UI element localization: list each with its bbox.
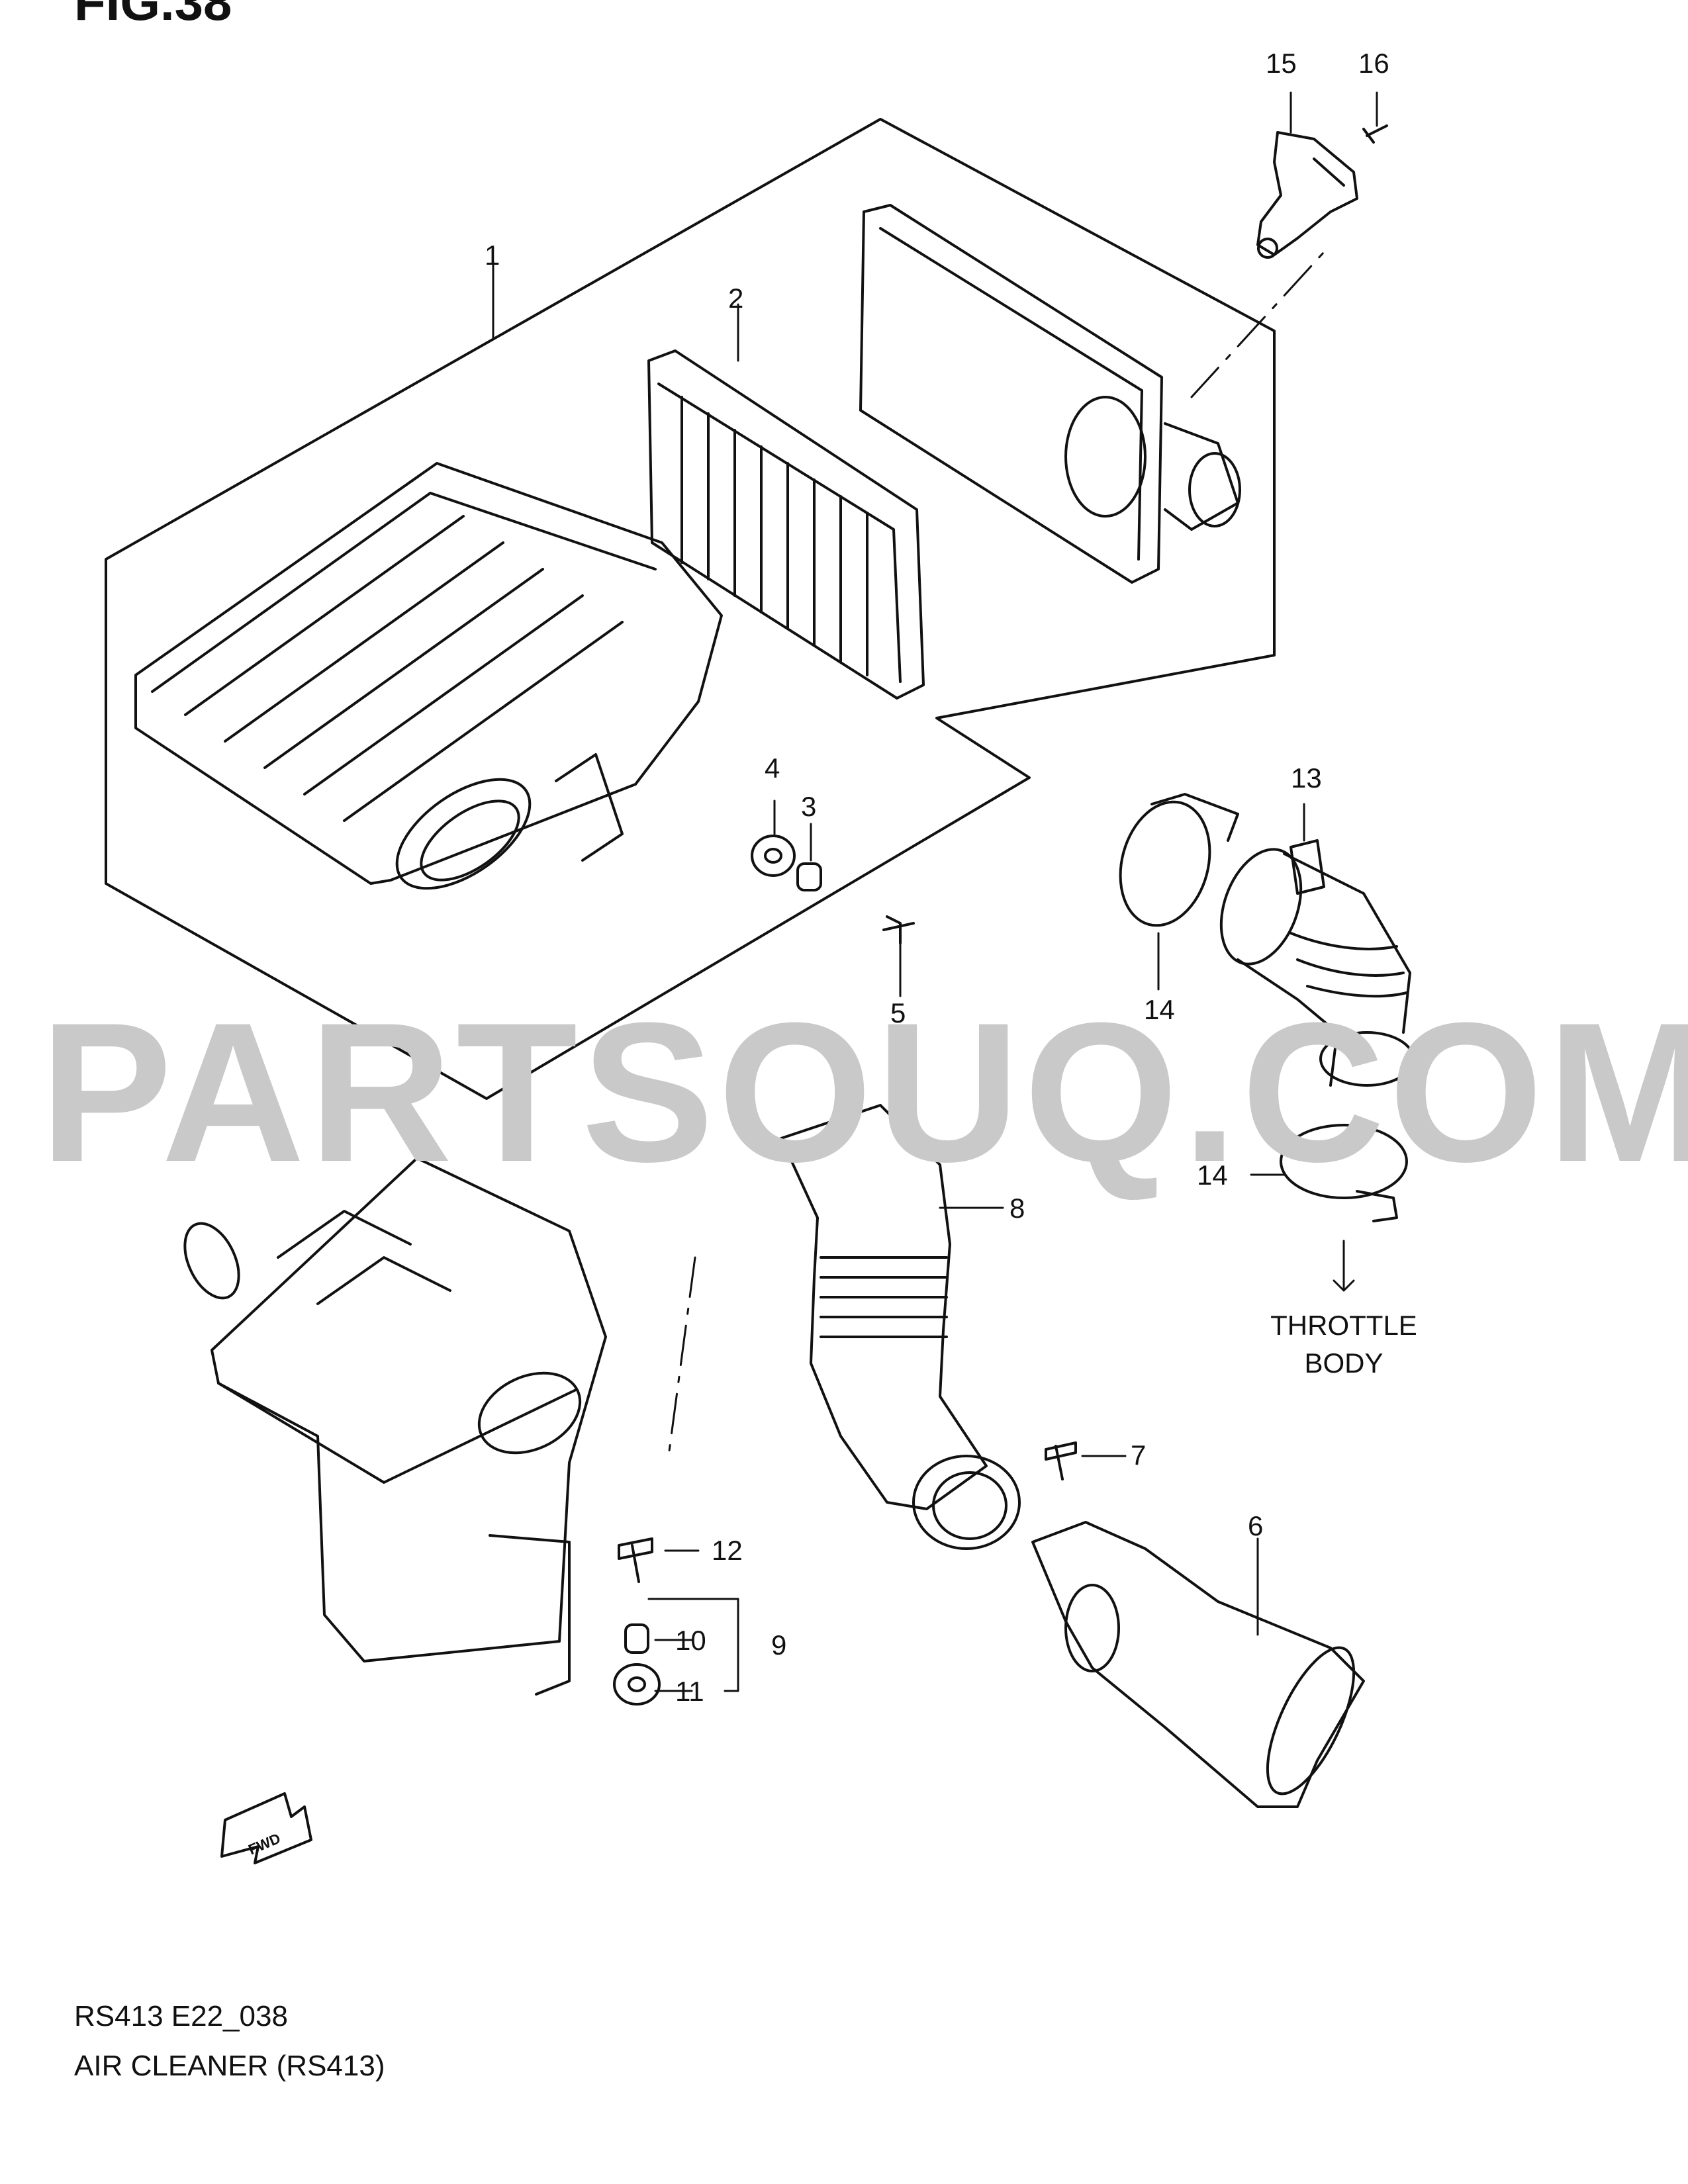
centre-lines: [667, 244, 1332, 1457]
intake-duct-8: [780, 1104, 1021, 1550]
callout-16: 16: [1358, 48, 1389, 79]
air-cleaner-upper-case: [134, 462, 723, 890]
bolt-7: [1045, 1441, 1077, 1480]
callout-7: 7: [1131, 1439, 1147, 1471]
callout-13: 13: [1291, 762, 1322, 794]
callout-9: 9: [771, 1629, 787, 1661]
assembly-outline: [105, 118, 1276, 1100]
figure-title: FIG.38: [74, 0, 232, 31]
air-cleaner-cover: [859, 204, 1241, 584]
callout-14-upper: 14: [1144, 994, 1175, 1025]
callout-3: 3: [801, 791, 817, 822]
air-filter-element: [647, 349, 925, 700]
callout-2: 2: [728, 283, 744, 314]
air-inlet-duct-6: [1031, 1521, 1365, 1808]
callout-12: 12: [712, 1535, 743, 1566]
watermark: PARTSOUQ.COM: [40, 981, 1688, 1203]
callout-8: 8: [1009, 1193, 1025, 1224]
grommet-11: [613, 1663, 661, 1706]
throttle-label-line-1: THROTTLE: [1270, 1310, 1417, 1341]
callout-6: 6: [1248, 1510, 1264, 1541]
throttle-body-label: THROTTLE BODY: [1244, 1307, 1443, 1382]
bolt-12: [618, 1537, 653, 1583]
air-cleaner-lower-case: [183, 1157, 607, 1696]
callout-5: 5: [890, 997, 906, 1028]
fwd-arrow-icon: [220, 1792, 312, 1864]
figure-caption: AIR CLEANER (RS413): [74, 2050, 385, 2082]
callout-11: 11: [675, 1676, 704, 1707]
screw-16: [1362, 124, 1388, 144]
callout-4: 4: [765, 752, 780, 784]
callout-14-lower: 14: [1197, 1160, 1228, 1191]
maf-sensor: [1256, 131, 1358, 259]
throttle-label-line-2: BODY: [1304, 1347, 1383, 1379]
hose-clamp-14-upper: [1119, 793, 1239, 927]
callout-15: 15: [1266, 48, 1297, 79]
grommet-4: [751, 835, 796, 877]
collar-10: [624, 1623, 649, 1654]
leader-lines: [492, 91, 1378, 1692]
bolt-5: [882, 915, 915, 944]
figure-code: RS413 E22_038: [74, 2000, 288, 2032]
intake-hose-13: [1219, 839, 1415, 1087]
hose-clamp-14-lower: [1280, 1124, 1408, 1222]
collar-3: [796, 862, 822, 891]
callout-1: 1: [485, 240, 500, 271]
callout-10: 10: [675, 1625, 706, 1656]
